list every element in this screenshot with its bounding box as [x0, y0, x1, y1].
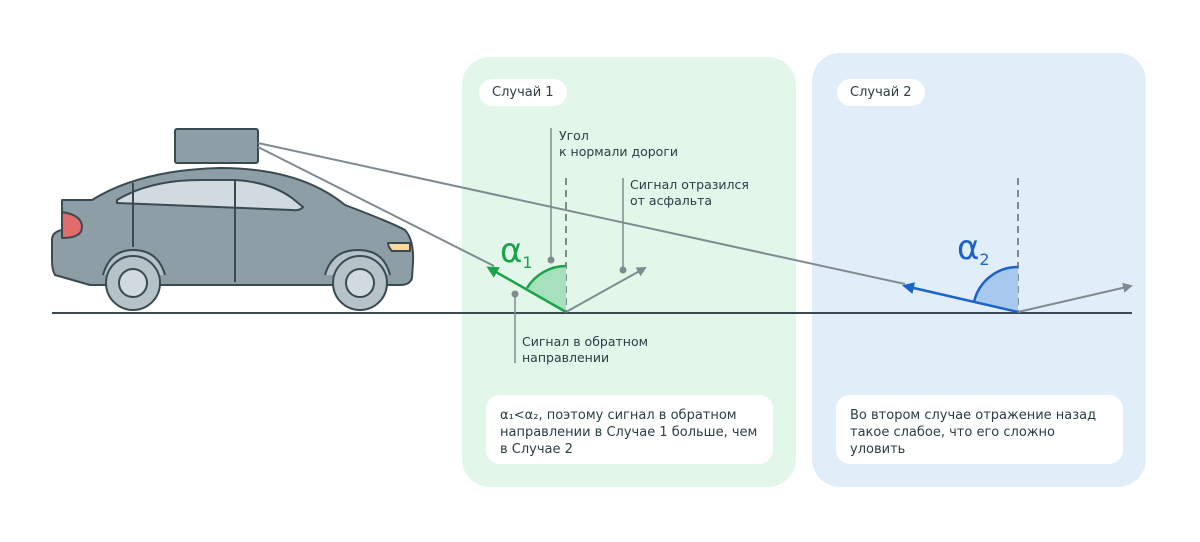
- case-1-back-signal-arrow: [486, 266, 567, 314]
- label-angle-line-2: к нормали дороги: [559, 144, 679, 159]
- case-1-angle-wedge: [527, 266, 566, 312]
- case-1-badge: Случай 1: [479, 79, 567, 106]
- case-2-reflected-signal-arrow: [1017, 282, 1133, 313]
- case-2-badge: Случай 2: [837, 79, 925, 106]
- tail-light: [61, 211, 83, 239]
- roof-sensor-box: [174, 128, 259, 164]
- case-2-note: Во втором случае отражение назад такое с…: [836, 395, 1123, 464]
- beam-to-case-2: [257, 142, 906, 285]
- label-reflected-line-1: Сигнал отразился: [630, 177, 749, 192]
- beam-to-case-1: [257, 146, 495, 267]
- label-reflected-line-2: от асфальта: [630, 193, 713, 208]
- label-angle-line-1: Угол: [559, 128, 589, 143]
- car-window: [116, 179, 304, 212]
- car-illustration: [51, 128, 415, 311]
- head-light: [387, 242, 411, 252]
- case-1-note: α₁<α₂, поэтому сигнал в обратном направл…: [486, 395, 773, 464]
- case-1-reflected-signal-arrow: [565, 267, 647, 313]
- label-back-line-2: направлении: [522, 350, 610, 365]
- case-2-angle-wedge: [974, 266, 1018, 312]
- case-2-back-signal-arrow: [902, 282, 1019, 314]
- label-back-line-1: Сигнал в обратном: [522, 334, 649, 349]
- case-2-alpha-label: α2: [957, 228, 990, 269]
- case-1-alpha-label: α1: [500, 231, 533, 272]
